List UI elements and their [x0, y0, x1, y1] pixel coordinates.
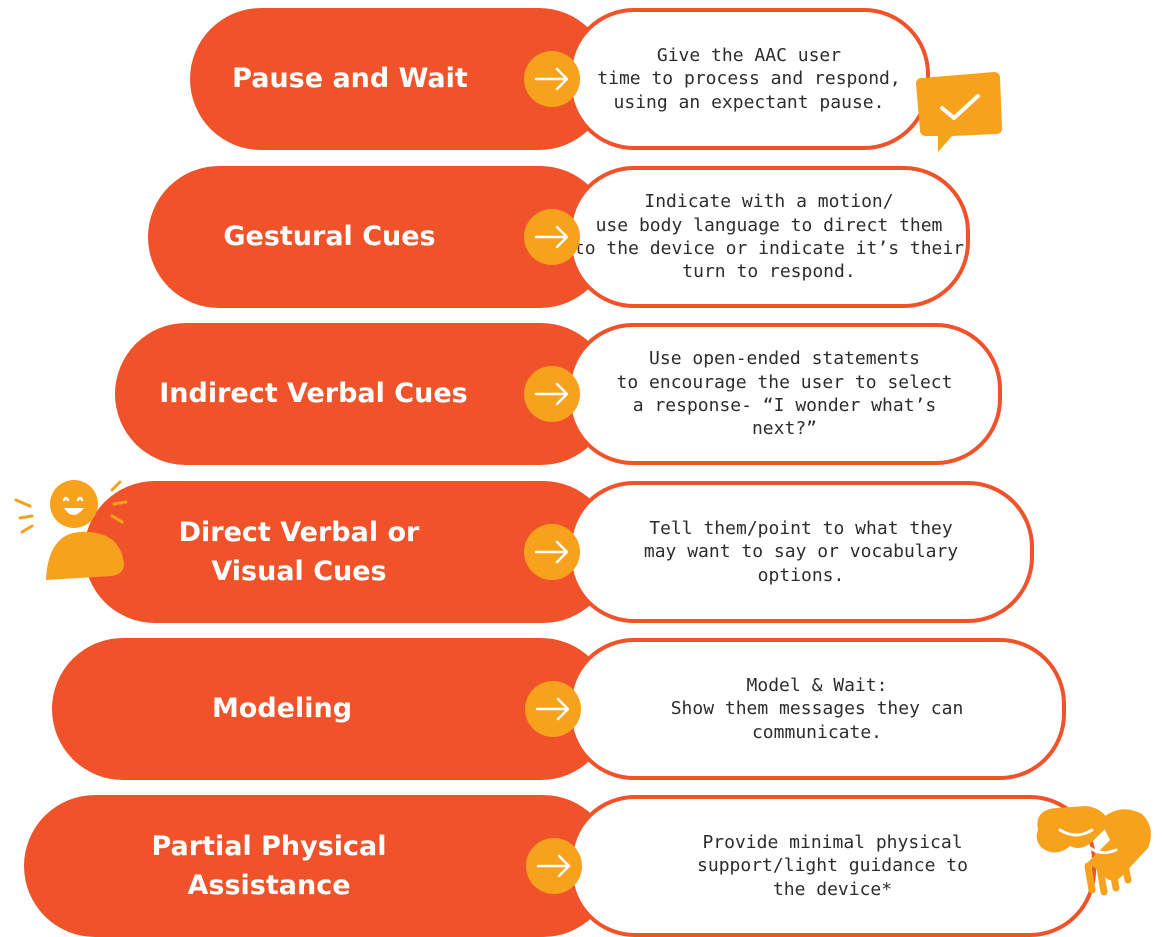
- step-title-pill: Modeling: [52, 638, 612, 780]
- step-row-direct-verbal-or-visual-cues: Direct Verbal or Visual Cues Tell them/p…: [84, 481, 1034, 623]
- step-description-box: Indicate with a motion/ use body languag…: [568, 166, 970, 308]
- step-description-box: Tell them/point to what they may want to…: [568, 481, 1034, 623]
- step-row-modeling: Modeling Model & Wait: Show them message…: [52, 638, 1066, 780]
- step-row-indirect-verbal-cues: Indirect Verbal Cues Use open-ended stat…: [115, 323, 1002, 465]
- arrow-right-icon: [524, 524, 580, 580]
- step-description-box: Provide minimal physical support/light g…: [569, 795, 1096, 937]
- step-title: Partial Physical Assistance: [151, 830, 387, 901]
- step-title: Direct Verbal or Visual Cues: [178, 516, 420, 587]
- step-description: Use open-ended statements to encourage t…: [616, 348, 953, 440]
- arrow-right-icon: [524, 209, 580, 265]
- step-description: Give the AAC user time to process and re…: [597, 44, 901, 113]
- step-description-box: Give the AAC user time to process and re…: [568, 8, 930, 150]
- step-title: Indirect Verbal Cues: [159, 378, 468, 410]
- arrow-right-icon: [524, 366, 580, 422]
- step-title: Modeling: [211, 693, 353, 725]
- smiling-person-icon: [8, 474, 132, 580]
- step-title-pill: Partial Physical Assistance: [24, 795, 614, 937]
- step-title: Gestural Cues: [223, 221, 436, 253]
- step-row-partial-physical-assistance: Partial Physical Assistance Provide mini…: [24, 795, 1096, 937]
- step-description-box: Use open-ended statements to encourage t…: [567, 323, 1002, 465]
- arrow-right-icon: [524, 51, 580, 107]
- step-title: Pause and Wait: [232, 63, 468, 95]
- step-description: Tell them/point to what they may want to…: [643, 517, 959, 586]
- step-description: Provide minimal physical support/light g…: [697, 831, 968, 900]
- step-description: Model & Wait: Show them messages they ca…: [670, 674, 964, 743]
- step-description: Indicate with a motion/ use body languag…: [573, 191, 965, 283]
- step-row-gestural-cues: Gestural Cues Indicate with a motion/ us…: [148, 166, 970, 308]
- step-description-box: Model & Wait: Show them messages they ca…: [568, 638, 1066, 780]
- checkmark-speech-bubble-icon: [908, 70, 1004, 156]
- handshake-icon: [1030, 800, 1158, 896]
- arrow-right-icon: [525, 681, 581, 737]
- arrow-right-icon: [526, 838, 582, 894]
- step-row-pause-and-wait: Pause and Wait Give the AAC user time to…: [190, 8, 930, 150]
